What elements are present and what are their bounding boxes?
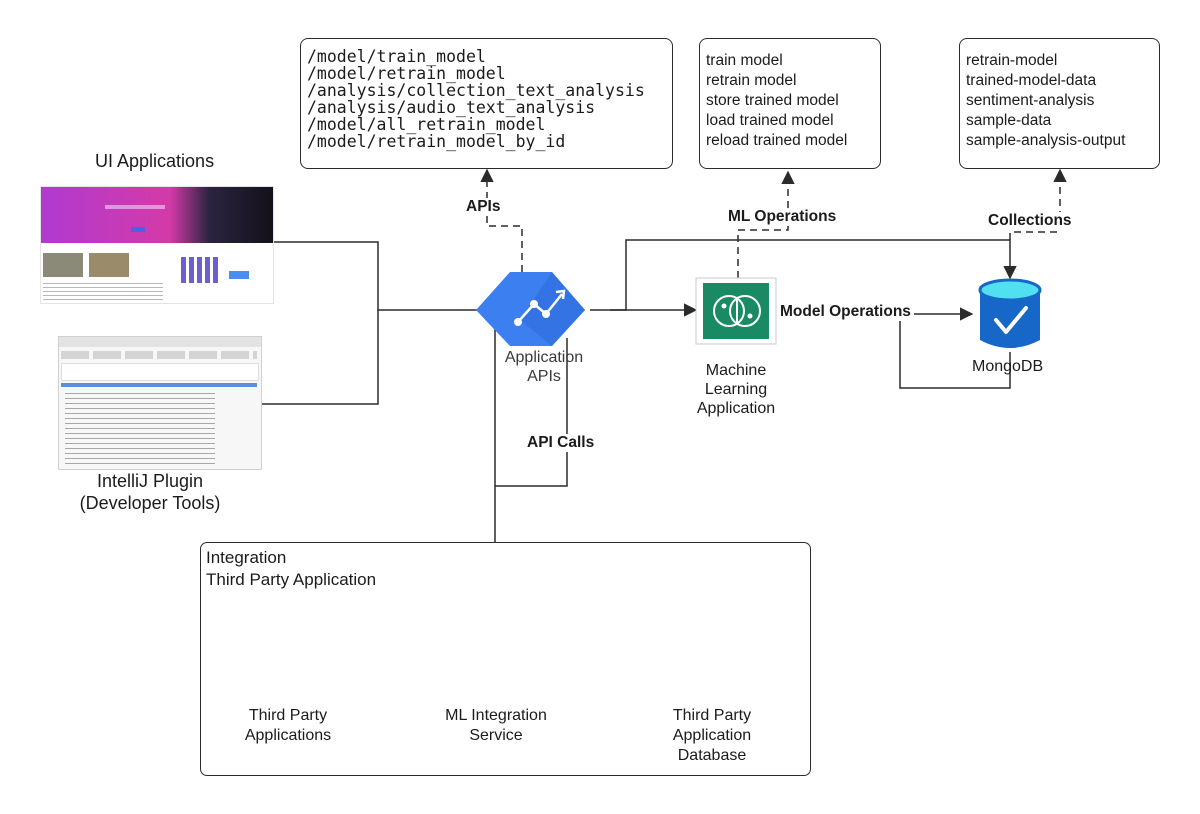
tp-db-line3: Database (677, 747, 747, 764)
intellij-title-line2: (Developer Tools) (79, 493, 221, 513)
application-apis-label: Application APIs (484, 348, 604, 386)
ml-operation-item: train model (706, 52, 783, 69)
label-model-operations: Model Operations (777, 303, 914, 321)
ml-operations-list: train model retrain model store trained mo… (706, 51, 880, 151)
collection-item: sentiment-analysis (966, 92, 1095, 109)
mongodb-database-icon (978, 278, 1042, 348)
ui-applications-title: UI Applications (95, 151, 215, 171)
ui-hero-banner (41, 187, 273, 243)
tp-apps-line2: Applications (244, 727, 332, 744)
ui-chart-blue-block (229, 271, 249, 279)
ml-operation-item: load trained model (706, 112, 834, 129)
tp-db-line2: Application (672, 727, 752, 744)
api-endpoint-item: /model/train_model (307, 47, 486, 66)
ui-photo-cat (43, 253, 83, 277)
ml-operations-box: train model retrain model store trained mo… (699, 38, 881, 169)
ml-operation-item: retrain model (706, 72, 797, 89)
intellij-code-lines (65, 393, 215, 467)
ml-app-line2: Learning (704, 381, 768, 398)
collections-list: retrain-model trained-model-data sentiment… (966, 51, 1159, 151)
ml-application-label: Machine Learning Application (676, 361, 796, 418)
ui-hero-button (131, 227, 145, 232)
ml-brain-icon (695, 277, 777, 345)
api-hexagon-icon (476, 272, 585, 346)
edge-apis-to-mongodb (610, 239, 1017, 311)
api-endpoint-item: /model/retrain_model (307, 64, 506, 83)
ml-operation-item: reload trained model (706, 132, 848, 149)
label-apis: APIs (463, 198, 504, 216)
label-collections: Collections (985, 212, 1075, 230)
tp-apps-line1: Third Party (248, 707, 328, 724)
api-endpoints-box: /model/train_model/model/retrain_model/a… (300, 38, 673, 169)
api-endpoint-item: /analysis/collection_text_analysis (307, 81, 645, 100)
ml-operation-item: store trained model (706, 92, 839, 109)
integration-title-line1: Integration (206, 548, 287, 567)
api-endpoints-list: /model/train_model/model/retrain_model/a… (307, 48, 672, 150)
collection-item: retrain-model (966, 52, 1058, 69)
app-apis-line2: APIs (527, 368, 561, 385)
collection-item: sample-data (966, 112, 1052, 129)
app-apis-line1: Application (504, 349, 584, 366)
edge-ml-dashed (737, 170, 795, 278)
collection-item: sample-analysis-output (966, 132, 1126, 149)
ml-integration-label: ML Integration Service (430, 706, 562, 746)
collections-box: retrain-model trained-model-data sentiment… (959, 38, 1160, 169)
collection-item: trained-model-data (966, 72, 1097, 89)
intellij-title-line1: IntelliJ Plugin (96, 471, 204, 491)
mongodb-label: MongoDB (972, 358, 1044, 375)
edge-collections-dashed (1009, 168, 1067, 240)
integration-group-box: Integration Third Party Application (200, 542, 811, 776)
ui-applications-screenshot (40, 186, 274, 304)
label-api-calls: API Calls (524, 434, 598, 452)
intellij-input-row (61, 363, 259, 381)
ml-integration-line2: Service (469, 727, 523, 744)
ml-app-line1: Machine (705, 362, 767, 379)
intellij-tabbar (59, 337, 261, 347)
edge-apis-dashed (480, 168, 523, 272)
integration-title-line2: Third Party Application (206, 570, 377, 589)
api-endpoint-item: /model/all_retrain_model (307, 115, 546, 134)
api-endpoint-item: /model/retrain_model_by_id (307, 132, 566, 151)
ml-app-line3: Application (696, 400, 776, 417)
edge-intellij-to-apis (262, 310, 379, 405)
ui-chart-bars (181, 257, 221, 283)
label-ml-operations: ML Operations (725, 208, 840, 226)
ml-integration-line1: ML Integration (445, 707, 547, 724)
intellij-plugin-screenshot (58, 336, 262, 470)
api-endpoint-item: /analysis/audio_text_analysis (307, 98, 596, 117)
ui-photo-street (89, 253, 129, 277)
tp-database-label: Third Party Application Database (652, 706, 772, 766)
integration-group-title: Integration Third Party Application (206, 547, 376, 591)
third-party-apps-label: Third Party Applications (228, 706, 348, 746)
ui-text-lines (43, 283, 163, 301)
edge-ui-to-apis (272, 241, 498, 317)
tp-db-line1: Third Party (672, 707, 752, 724)
ui-hero-dots (105, 205, 165, 209)
intellij-plugin-title: IntelliJ Plugin (Developer Tools) (60, 470, 240, 514)
intellij-toolbar (61, 351, 257, 359)
intellij-send-bar (61, 383, 257, 387)
